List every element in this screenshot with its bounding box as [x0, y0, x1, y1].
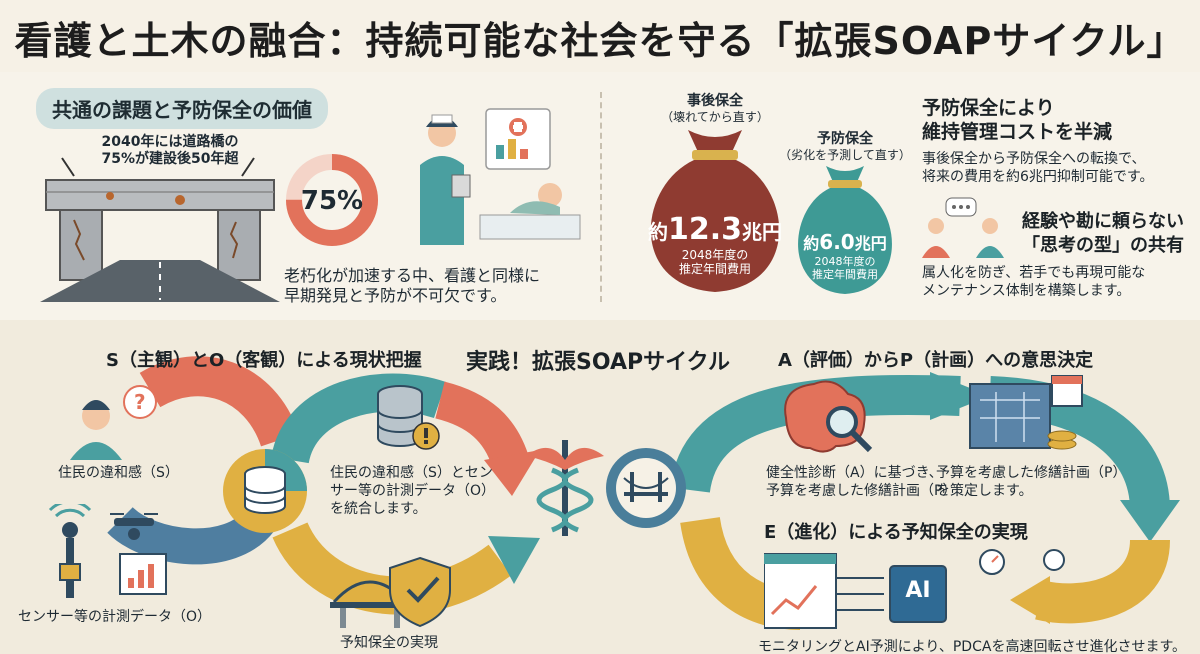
arrow-coral-left [139, 356, 299, 448]
donut-value: 75% [300, 186, 364, 216]
bag1-unit: 兆円 [742, 220, 783, 244]
resident-question-icon: ? [70, 385, 157, 460]
cycle-heading: 実践！拡張SOAPサイクル [466, 350, 731, 375]
bag1-value-line: 約12.3兆円 [630, 215, 800, 249]
bag1-note-line-2: 推定年間費用 [678, 262, 751, 276]
arrow-teal-right-head [930, 372, 990, 420]
bag2-prefix: 約 [803, 234, 820, 253]
diagnosis-text: 健全性診断（A）に基づき、 予算を考慮した修繕計画（P） [766, 464, 956, 500]
cost-heading-line-1: 予防保全により [922, 97, 1055, 119]
arrow-teal-right-top [670, 375, 961, 494]
bag1-value: 12.3 [667, 212, 743, 247]
nurse-patient-icon [420, 108, 581, 245]
bag2-value-line: 約6.0兆円 [782, 230, 908, 256]
bag2-value: 6.0 [819, 230, 855, 254]
aging-bridge-icon [40, 157, 280, 302]
blueprint-calendar-icon [969, 375, 1083, 450]
evolution-heading: E（進化）による予知保全の実現 [764, 522, 1028, 543]
plan-text: 予算を考慮した修繕計画（P） を策定します。 [936, 464, 1126, 500]
bag1-subtitle: （壊れてから直す） [661, 110, 769, 124]
integrate-text-line-1: 住民の違和感（S）とセン [330, 465, 493, 481]
bridge-shield-icon [330, 556, 451, 628]
money-bag-red-icon [650, 130, 780, 292]
arrow-gold-right [1035, 538, 1170, 624]
aging-description-line-2: 早期発見と予防が不可欠です。 [284, 286, 507, 305]
svg-text:?: ? [134, 390, 146, 414]
bag2-note-line-2: 推定年間費用 [812, 268, 878, 281]
bag2-title: 予防保全 [817, 131, 873, 147]
diagnosis-text-line-2: 予算を考慮した修繕計画（P） [766, 483, 957, 499]
server-warning-icon [377, 385, 440, 450]
database-icon [223, 449, 307, 533]
sensor-label: センサー等の計測データ（O） [18, 609, 212, 625]
arrow-gold-lower [272, 521, 512, 615]
prevent-label: 予知保全の実現 [340, 635, 438, 651]
ai-chip-label: AI [905, 578, 931, 603]
arrow-teal-right-down-head [1120, 500, 1180, 542]
diagnosis-text-line-1: 健全性診断（A）に基づき、 [766, 465, 943, 481]
bag2-note-line-1: 2048年度の [814, 255, 876, 268]
integrate-text-line-3: を統合します。 [330, 501, 427, 517]
integrate-text: 住民の違和感（S）とセン サー等の計測データ（O） を統合します。 [330, 464, 495, 518]
bag1-prefix: 約 [647, 220, 668, 244]
brain-diagnosis-icon [784, 380, 873, 453]
think-description-line-1: 属人化を防ぎ、若手でも再現可能な [922, 265, 1146, 281]
bridge-caption-line-2: 75%が建設後50年超 [101, 151, 239, 167]
conversation-people-icon [922, 197, 1004, 258]
ai-monitoring-icon [764, 549, 1065, 629]
arrow-coral-center [434, 381, 529, 467]
integrate-text-line-2: サー等の計測データ（O） [330, 483, 496, 499]
aging-description-line-1: 老朽化が加速する中、看護と同様に [284, 266, 541, 285]
bag2-unit: 兆円 [854, 234, 887, 253]
section-divider [600, 92, 602, 302]
plan-text-line-1: 予算を考慮した修繕計画（P） [936, 465, 1127, 481]
bag1-title: 事後保全 [687, 93, 743, 109]
footer-text: モニタリングとAI予測により、PDCAを高速回転させ進化させます。 [758, 639, 1187, 654]
bag2-note: 2048年度の 推定年間費用 [782, 255, 908, 281]
cost-description: 事後保全から予防保全への転換で、 将来の費用を約6兆円抑制可能です。 [922, 150, 1154, 186]
arrow-coral-head [484, 450, 540, 496]
think-heading: 経験や勘に頼らない 「思考の型」の共有 [1022, 210, 1184, 258]
caduceus-bridge-gear-icon [526, 440, 686, 536]
bag1-note: 2048年度の 推定年間費用 [630, 248, 800, 276]
donut-chart-75 [286, 154, 378, 246]
page-title: 看護と土木の融合：持続可能な社会を守る「拡張SOAPサイクル」 [14, 19, 1186, 63]
sensor-drone-icon [48, 504, 167, 598]
cost-description-line-2: 将来の費用を約6兆円抑制可能です。 [922, 169, 1154, 185]
cost-description-line-1: 事後保全から予防保全への転換で、 [922, 151, 1146, 167]
so-heading: S（主観）とO（客観）による現状把握 [106, 350, 422, 371]
resident-label: 住民の違和感（S） [58, 465, 179, 481]
donut-arc [286, 154, 378, 246]
think-heading-line-1: 経験や勘に頼らない [1022, 211, 1184, 232]
cost-heading-line-2: 維持管理コストを半減 [922, 121, 1113, 143]
plan-text-line-2: を策定します。 [936, 483, 1033, 499]
bag1-note-line-1: 2048年度の [681, 248, 749, 262]
bag2-subtitle: （劣化を予測して直す） [779, 148, 911, 162]
think-description-line-2: メンテナンス体制を構築します。 [922, 283, 1131, 299]
arrow-gold-right-head [1010, 576, 1050, 624]
ap-heading: A（評価）からP（計画）への意思決定 [778, 350, 1094, 371]
bridge-caption-line-1: 2040年には道路橋の [101, 134, 239, 150]
money-bag-teal-icon [798, 166, 892, 294]
cost-heading: 予防保全により 維持管理コストを半減 [922, 96, 1112, 144]
arrow-teal-head [488, 536, 540, 584]
bridge-caption: 2040年には道路橋の 75%が建設後50年超 [70, 134, 270, 168]
think-description: 属人化を防ぎ、若手でも再現可能な メンテナンス体制を構築します。 [922, 264, 1145, 300]
section-pill: 共通の課題と予防保全の価値 [36, 88, 328, 129]
think-heading-line-2: 「思考の型」の共有 [1022, 235, 1184, 256]
aging-description: 老朽化が加速する中、看護と同様に 早期発見と予防が不可欠です。 [284, 266, 540, 306]
